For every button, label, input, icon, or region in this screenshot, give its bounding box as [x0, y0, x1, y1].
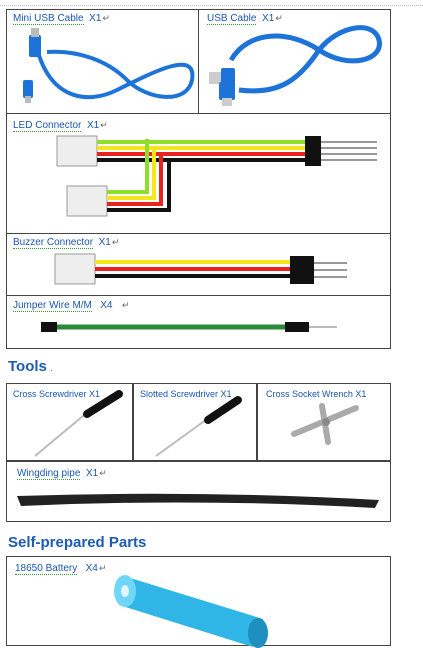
- wingding-pipe-image: [17, 493, 379, 508]
- section-heading-self-prepared: Self-prepared Parts: [8, 534, 147, 551]
- item-cell-usb-cable: USB Cable X1↵: [198, 9, 391, 114]
- jumper-wire-image: [41, 322, 337, 332]
- item-label: Slotted Screwdriver X1: [140, 389, 232, 399]
- cross-socket-wrench-image: [291, 403, 359, 445]
- item-cell-led-connector: LED Connector X1↵: [6, 113, 391, 234]
- tool-cell-cross-screwdriver: Cross Screwdriver X1: [6, 383, 133, 461]
- item-cell-jumper-wire: Jumper Wire M/M X4 ↵: [6, 295, 391, 349]
- item-cell-mini-usb-cable: Mini USB Cable X1↵: [6, 9, 199, 114]
- item-label: 18650 Battery X4↵: [15, 563, 107, 575]
- item-label: Cross Socket Wrench X1: [266, 389, 367, 399]
- item-label: USB Cable X1↵: [207, 13, 283, 25]
- page-top-rule: [0, 5, 423, 6]
- section-heading-tools: Tools .: [8, 358, 53, 375]
- tool-cell-cross-socket-wrench: Cross Socket Wrench X1: [257, 383, 391, 461]
- mini-usb-cable-image: [23, 28, 195, 103]
- tool-cell-wingding-pipe: Wingding pipe X1↵: [6, 461, 391, 522]
- item-label: LED Connector X1↵: [13, 120, 108, 132]
- tool-cell-slotted-screwdriver: Slotted Screwdriver X1: [133, 383, 257, 461]
- cross-screwdriver-image: [34, 390, 123, 457]
- item-label: Jumper Wire M/M X4 ↵: [13, 300, 130, 312]
- item-label: Cross Screwdriver X1: [13, 389, 101, 399]
- item-cell-18650-battery: 18650 Battery X4↵: [6, 556, 391, 648]
- slotted-screwdriver-image: [155, 396, 242, 457]
- item-label: Wingding pipe X1↵: [17, 468, 107, 480]
- battery-image: [114, 575, 268, 648]
- item-label: Buzzer Connector X1↵: [13, 237, 120, 249]
- usb-cable-image: [209, 25, 382, 106]
- led-connector-image: [56, 135, 377, 217]
- item-cell-buzzer-connector: Buzzer Connector X1↵: [6, 233, 391, 296]
- buzzer-connector-image: [54, 253, 347, 285]
- item-label: Mini USB Cable X1↵: [13, 13, 110, 25]
